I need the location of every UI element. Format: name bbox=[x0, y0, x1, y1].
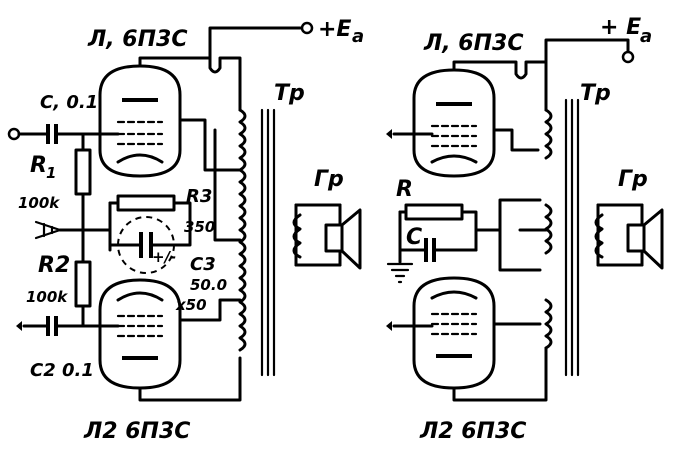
right-ground bbox=[386, 248, 414, 284]
left-resistor-r1 bbox=[74, 148, 92, 196]
left-speaker-label: Гр bbox=[314, 167, 344, 192]
left-r3-value: 350 bbox=[184, 218, 215, 236]
right-transformer-coils bbox=[452, 108, 553, 402]
right-tube-top-label: Л, 6П3С bbox=[423, 31, 523, 56]
left-speaker-circuit bbox=[292, 203, 362, 270]
right-c-label: C bbox=[406, 225, 422, 250]
left-schematic: Л, 6П3С Л2 6П3С +E a Тр Гр C, 0.1 R 1 10… bbox=[7, 17, 364, 444]
right-r-label: R bbox=[396, 177, 413, 202]
left-transformer-primary bbox=[238, 108, 247, 352]
left-c2-label: C2 0.1 bbox=[30, 360, 94, 381]
right-supply-sub: a bbox=[640, 26, 652, 47]
right-tube-bottom-label: Л2 6П3С bbox=[419, 419, 526, 444]
left-r1-label: R bbox=[30, 153, 47, 178]
right-tube-bottom bbox=[412, 276, 496, 390]
left-resistor-r3 bbox=[116, 194, 176, 212]
right-schematic: Л, 6П3С Л2 6П3С + E a Тр Гр R C bbox=[386, 15, 664, 444]
left-r2-value: 100k bbox=[26, 288, 68, 306]
left-supply-terminal bbox=[300, 21, 314, 35]
left-input-c2 bbox=[16, 316, 120, 336]
left-r3-label: R3 bbox=[186, 186, 212, 207]
left-c3-label: C3 bbox=[190, 254, 216, 275]
left-r1-sub: 1 bbox=[46, 164, 56, 182]
right-speaker-label: Гр bbox=[618, 167, 648, 192]
right-supply-terminal bbox=[621, 50, 635, 64]
right-tube-top bbox=[412, 68, 496, 178]
left-c1-label: C, 0.1 bbox=[40, 92, 98, 113]
left-tube-top bbox=[98, 64, 182, 178]
left-transformer-label: Тр bbox=[274, 81, 305, 106]
left-resistor-r2 bbox=[74, 260, 92, 308]
left-r2-label: R2 bbox=[38, 253, 70, 278]
right-supply-label: + E bbox=[600, 15, 641, 40]
right-speaker-circuit bbox=[594, 203, 664, 270]
left-r1-value: 100k bbox=[18, 194, 60, 212]
right-resistor-r bbox=[404, 203, 464, 221]
right-transformer-label: Тр bbox=[580, 81, 611, 106]
left-c3-voltage: x50 bbox=[175, 296, 207, 314]
left-c3-value: 50.0 bbox=[190, 276, 227, 294]
left-tube-top-label: Л, 6П3С bbox=[87, 27, 187, 52]
left-input-c1 bbox=[7, 124, 120, 144]
left-supply-sub: a bbox=[352, 26, 364, 47]
left-tube-bottom-label: Л2 6П3С bbox=[83, 419, 190, 444]
left-ground bbox=[34, 220, 112, 240]
left-c3-polarity: +/- bbox=[152, 248, 176, 266]
left-tube-bottom bbox=[98, 278, 182, 390]
left-supply-label: +E bbox=[318, 17, 351, 42]
